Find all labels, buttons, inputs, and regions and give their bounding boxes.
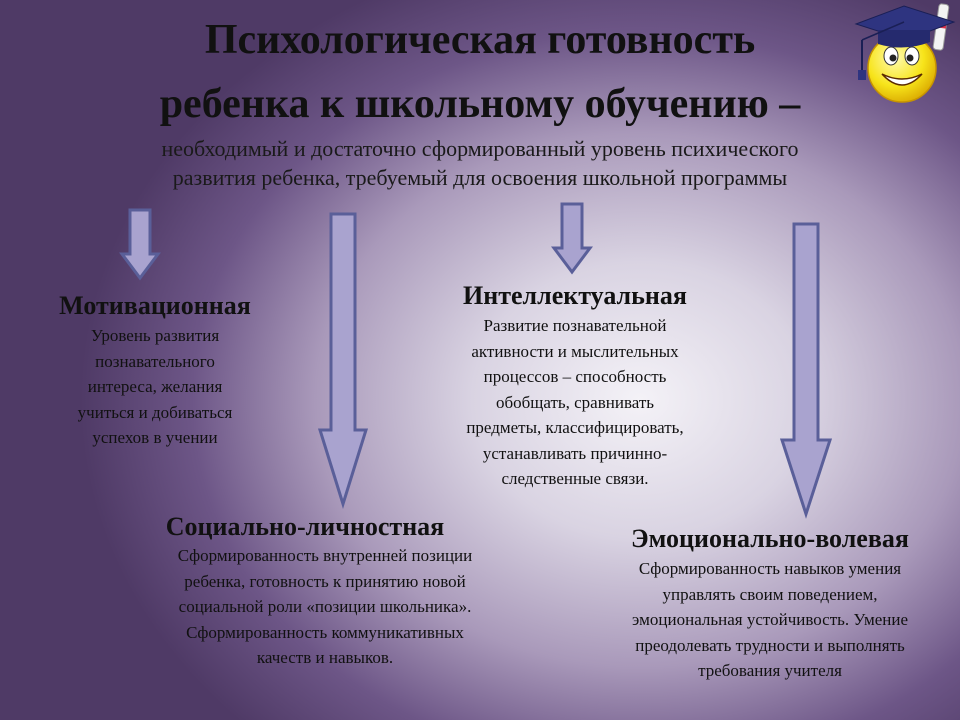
description-line: познавательного	[95, 351, 215, 371]
description-line: активности и мыслительных	[471, 341, 679, 361]
description-line: Сформированность навыков умения	[638, 559, 902, 578]
arrow-down-emotional	[779, 222, 833, 519]
social-description: Сформированность внутренней позиции ребе…	[120, 543, 530, 671]
arrow-down-intellectual	[551, 202, 593, 275]
description-line: преодолевать трудности и выполнять	[635, 635, 905, 655]
intellectual-description: Развитие познавательной активности и мыс…	[420, 313, 730, 492]
emotional-block: Эмоционально-волевая Сформированность на…	[580, 524, 960, 684]
slide-title-line-1: Психологическая готовность	[204, 17, 756, 63]
slide-title-line-2: ребенка к школьному обучению –	[159, 81, 801, 127]
description-line: требования учителя	[698, 661, 842, 680]
intellectual-block: Интеллектуальная Развитие познавательной…	[420, 281, 730, 492]
description-line: интереса, желания	[87, 377, 223, 396]
description-line: предметы, классифицировать,	[466, 418, 684, 437]
social-heading: Социально-личностная	[165, 512, 445, 541]
motivational-block: Мотивационная Уровень развития познавате…	[20, 291, 290, 451]
slide-subtitle-line-2: развития ребенка, требуемый для освоения…	[172, 165, 788, 190]
description-line: Уровень развития	[90, 326, 220, 345]
description-line: следственные связи.	[501, 469, 649, 488]
description-line: эмоциональная устойчивость. Умение	[632, 610, 908, 629]
arrow-down-motivational	[119, 208, 161, 281]
motivational-heading: Мотивационная	[59, 291, 251, 320]
social-block: Социально-личностная Сформированность вн…	[120, 512, 530, 671]
emotional-heading: Эмоционально-волевая	[631, 524, 909, 553]
description-line: Развитие познавательной	[483, 316, 667, 335]
motivational-description: Уровень развития познавательного интерес…	[20, 323, 290, 451]
description-line: управлять своим поведением,	[662, 584, 878, 604]
graduate-smiley-icon	[854, 3, 956, 103]
description-line: ребенка, готовность к принятию новой	[184, 571, 466, 591]
description-line: Сформированность коммуникативных	[186, 622, 464, 642]
description-line: обобщать, сравнивать	[495, 392, 655, 412]
description-line: успехов в учении	[92, 428, 218, 447]
description-line: Сформированность внутренней позиции	[177, 546, 473, 565]
description-line: учиться и добиваться	[77, 402, 233, 422]
description-line: социальной роли «позиции школьника».	[178, 597, 472, 616]
slide-subtitle-line-1: необходимый и достаточно сформированный …	[161, 136, 799, 161]
description-line: устанавливать причинно-	[482, 443, 668, 463]
description-line: качеств и навыков.	[256, 648, 394, 667]
intellectual-heading: Интеллектуальная	[463, 281, 687, 310]
arrow-down-social	[317, 212, 369, 510]
description-line: процессов – способность	[483, 367, 667, 386]
emotional-description: Сформированность навыков умения управлят…	[580, 556, 960, 684]
